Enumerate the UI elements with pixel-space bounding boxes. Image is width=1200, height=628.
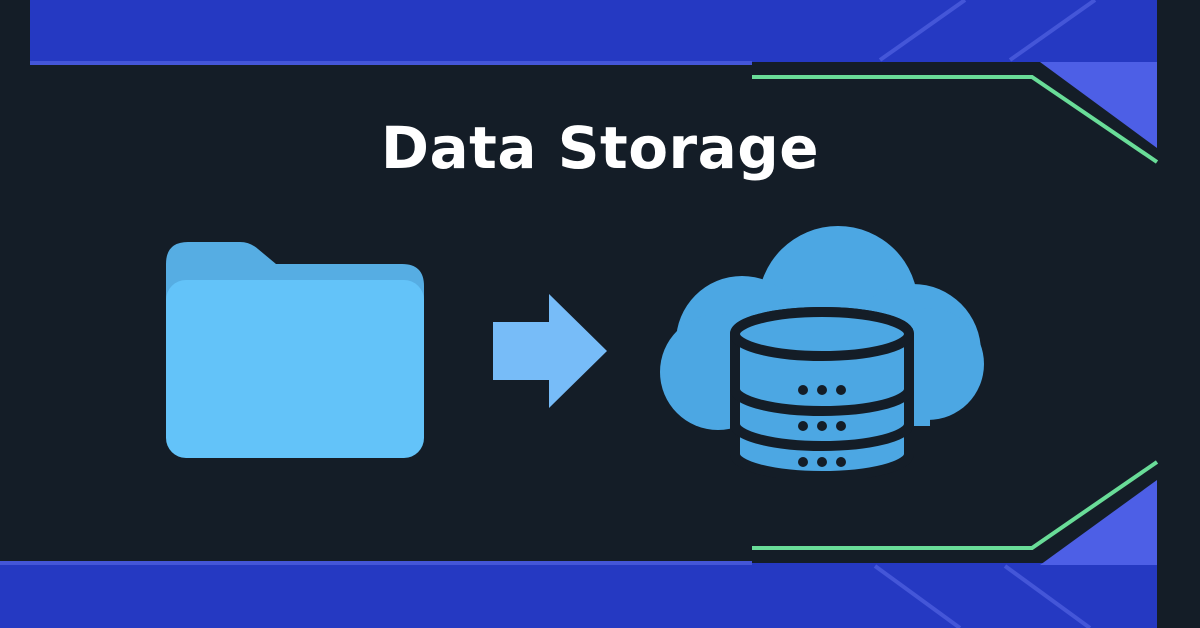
bottom-accent-line <box>752 460 1159 550</box>
top-band <box>30 0 1157 62</box>
bottom-band-stripes <box>873 564 1092 628</box>
top-band-stripes <box>878 0 1097 62</box>
folder-front <box>166 280 424 458</box>
folder-icon <box>166 242 424 458</box>
bottom-right-tab <box>1040 480 1157 565</box>
cloud-database-icon <box>660 226 984 478</box>
database-indicator-dots <box>798 385 846 467</box>
right-edge-strip <box>1157 0 1200 628</box>
page-title: Data Storage <box>380 114 820 182</box>
top-right-tab <box>1040 62 1157 148</box>
top-accent-line <box>752 75 1159 164</box>
bottom-band <box>0 563 1157 628</box>
arrow-right-icon <box>493 294 607 408</box>
